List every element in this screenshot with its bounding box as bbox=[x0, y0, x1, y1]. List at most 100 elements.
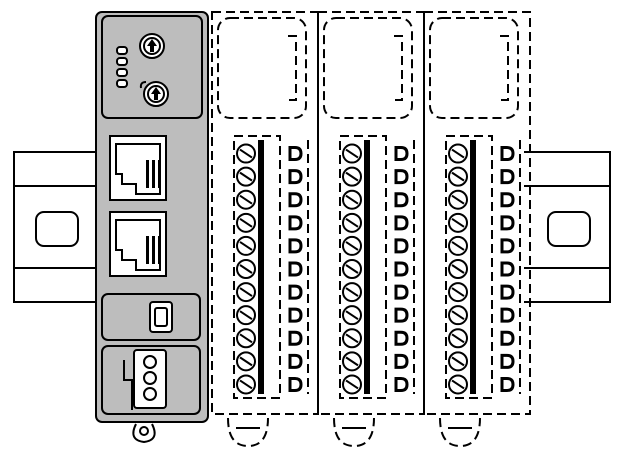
terminal-screw-slot bbox=[451, 356, 465, 367]
status-led bbox=[116, 46, 128, 55]
din-rail bbox=[13, 151, 611, 303]
terminal-indicator-mark bbox=[500, 146, 515, 162]
module-window-hatch bbox=[288, 35, 297, 101]
terminal-indicator-mark bbox=[394, 238, 409, 254]
terminal-block-bar bbox=[470, 140, 476, 394]
module-latch bbox=[439, 417, 481, 448]
terminal-indicator-mark bbox=[500, 284, 515, 300]
terminal-screw-slot bbox=[451, 171, 465, 182]
terminal-indicator-mark bbox=[394, 215, 409, 231]
terminal-indicator-mark bbox=[288, 169, 303, 185]
rotary-switch-icon[interactable] bbox=[139, 33, 165, 59]
terminal-screw-slot bbox=[345, 194, 359, 205]
head-module bbox=[95, 11, 209, 444]
terminal-indicator-mark bbox=[394, 192, 409, 208]
terminal-indicator-mark bbox=[394, 307, 409, 323]
terminal-indicator-mark bbox=[288, 307, 303, 323]
ethernet-port-1[interactable] bbox=[109, 135, 167, 201]
terminal-screw-slot bbox=[451, 217, 465, 228]
terminal-screw-slot bbox=[239, 356, 253, 367]
expansion-module-outline bbox=[211, 11, 319, 415]
expansion-module-outline bbox=[423, 11, 531, 415]
power-pin bbox=[143, 371, 157, 385]
status-led bbox=[116, 68, 128, 77]
terminal-indicator-mark bbox=[288, 215, 303, 231]
terminal-block-bar bbox=[364, 140, 370, 394]
terminal-indicator-mark bbox=[288, 146, 303, 162]
module-label-window bbox=[217, 17, 307, 119]
terminal-screw-slot bbox=[345, 333, 359, 344]
terminal-indicator-mark bbox=[500, 169, 515, 185]
terminal-screw-slot bbox=[239, 310, 253, 321]
status-leds bbox=[116, 46, 128, 88]
terminal-indicator-mark bbox=[500, 330, 515, 346]
terminal-block-outline bbox=[233, 135, 281, 399]
rotary-switch-icon[interactable] bbox=[139, 81, 169, 107]
terminal-indicator-mark bbox=[394, 169, 409, 185]
module-latch bbox=[333, 417, 375, 448]
terminal-screw-slot bbox=[239, 287, 253, 297]
usb-port[interactable] bbox=[101, 293, 201, 341]
terminal-screw-slot bbox=[451, 310, 465, 321]
terminal-block-outline bbox=[339, 135, 387, 399]
module-label-window bbox=[323, 17, 413, 119]
terminal-indicator-mark bbox=[288, 238, 303, 254]
terminal-screw-slot bbox=[239, 171, 253, 182]
terminal-block-bar bbox=[258, 140, 264, 394]
terminal-screw-slot bbox=[239, 148, 253, 159]
terminal-indicator-mark bbox=[288, 353, 303, 369]
power-connector[interactable] bbox=[101, 345, 201, 415]
module-window-hatch bbox=[500, 35, 509, 101]
head-module-clip bbox=[132, 423, 156, 444]
terminal-indicator-mark bbox=[500, 192, 515, 208]
rj45-port-icon[interactable] bbox=[109, 211, 167, 277]
module-label-window bbox=[429, 17, 519, 119]
terminal-screw-slot bbox=[451, 333, 465, 344]
terminal-indicator-mark bbox=[288, 330, 303, 346]
head-module-top-panel bbox=[101, 15, 203, 119]
terminal-indicator-mark bbox=[394, 330, 409, 346]
terminal-indicator-mark bbox=[500, 238, 515, 254]
expansion-module-outline bbox=[317, 11, 425, 415]
terminal-indicator-mark bbox=[394, 353, 409, 369]
terminal-indicator-mark bbox=[500, 376, 515, 392]
terminal-indicator-mark bbox=[500, 215, 515, 231]
ethernet-port-2[interactable] bbox=[109, 211, 167, 277]
terminal-screw-slot bbox=[451, 148, 465, 159]
terminal-screw-slot bbox=[345, 379, 359, 390]
terminal-indicator-mark bbox=[394, 376, 409, 392]
terminal-screw-slot bbox=[239, 379, 253, 390]
terminal-indicator-mark bbox=[500, 261, 515, 277]
terminal-screw-slot bbox=[239, 217, 253, 228]
power-pin bbox=[143, 387, 157, 401]
terminal-screw-slot bbox=[345, 171, 359, 182]
rj45-port-icon[interactable] bbox=[109, 135, 167, 201]
terminal-screw-slot bbox=[451, 194, 465, 205]
right-rail-slot bbox=[547, 211, 591, 247]
terminal-indicator-mark bbox=[394, 284, 409, 300]
terminal-indicator-mark bbox=[288, 192, 303, 208]
terminal-screw-slot bbox=[239, 333, 253, 344]
terminal-screw-slot bbox=[345, 287, 359, 297]
terminal-screw-slot bbox=[345, 264, 359, 274]
terminal-screw-slot bbox=[239, 194, 253, 205]
module-window-hatch bbox=[394, 35, 403, 101]
terminal-indicator-mark bbox=[288, 376, 303, 392]
terminal-indicator-mark bbox=[288, 261, 303, 277]
terminal-indicator-mark bbox=[394, 146, 409, 162]
terminal-screw-slot bbox=[239, 264, 253, 274]
expansion-modules bbox=[211, 11, 531, 448]
terminal-screw-slot bbox=[345, 356, 359, 367]
terminal-screw-slot bbox=[345, 217, 359, 228]
module-latch bbox=[227, 417, 269, 448]
terminal-screw-slot bbox=[451, 287, 465, 297]
terminal-screw-slot bbox=[451, 379, 465, 390]
terminal-screw-slot bbox=[451, 241, 465, 251]
terminal-indicator-mark bbox=[288, 284, 303, 300]
power-pin bbox=[143, 355, 157, 369]
left-rail-slot bbox=[35, 211, 79, 247]
status-led bbox=[116, 79, 128, 88]
terminal-screw-slot bbox=[345, 310, 359, 321]
